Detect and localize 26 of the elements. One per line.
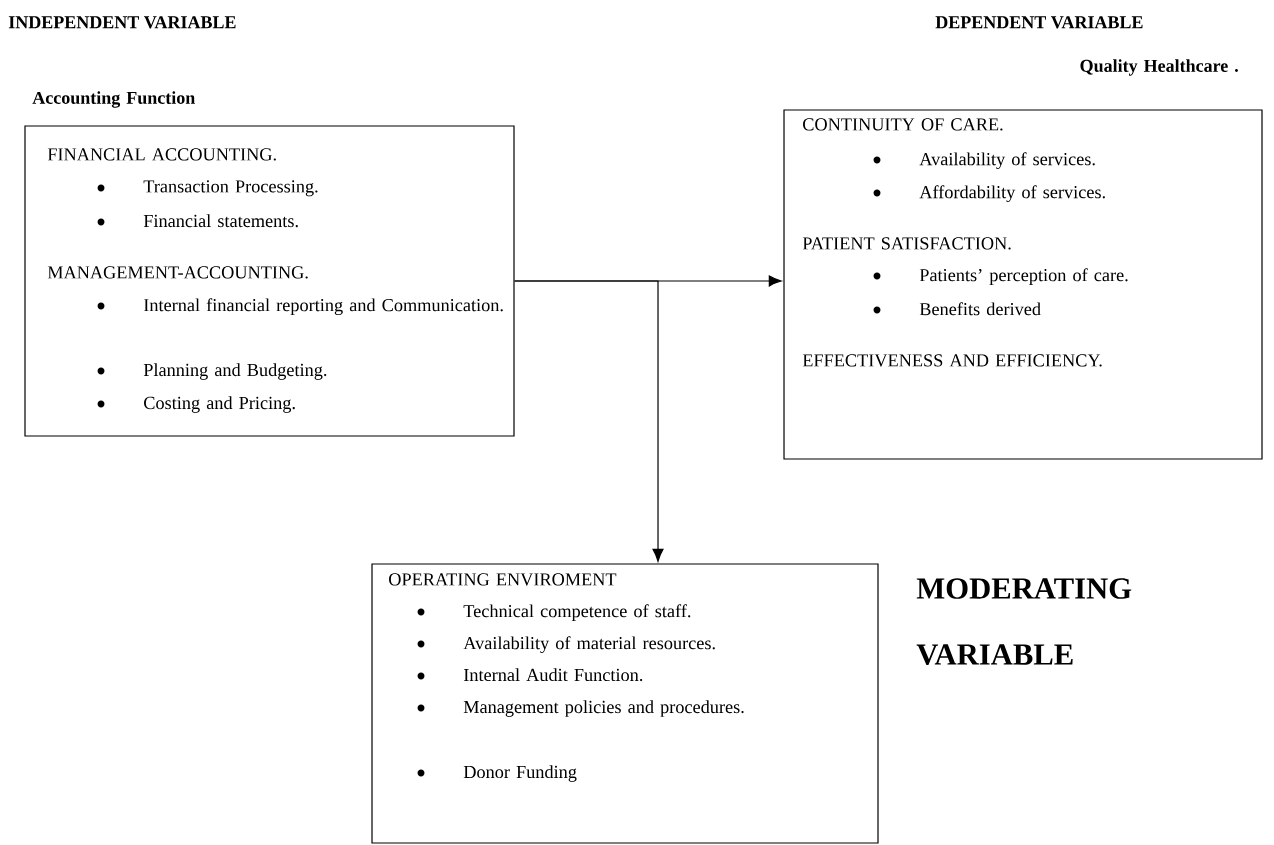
list-item: Availability of material resources.: [463, 636, 715, 654]
list-item: Management policies and procedures.: [463, 700, 744, 717]
section-heading: EFFECTIVENESS AND EFFICIENCY.: [802, 354, 1102, 367]
list-item: Benefits derived: [919, 302, 1041, 316]
variable-heading: DEPENDENT VARIABLE: [935, 16, 1143, 29]
list-item: Internal Audit Function.: [463, 668, 643, 682]
box-heading: Quality Healthcare .: [1080, 59, 1238, 76]
list-item: Donor Funding: [463, 765, 577, 782]
variable-heading: INDEPENDENT VARIABLE: [8, 16, 236, 29]
list-item: Affordability of services.: [919, 185, 1105, 203]
variable-heading: MODERATING VARIABLE: [916, 578, 1132, 666]
list-item: Internal financial reporting and Communication.: [143, 298, 503, 316]
section-heading: OPERATING ENVIROMENT: [389, 573, 617, 586]
section-heading: CONTINUITY OF CARE.: [803, 118, 1003, 131]
arrow: [514, 280, 664, 562]
list-item: Planning and Budgeting.: [143, 363, 327, 380]
box-heading: Accounting Function: [32, 91, 195, 108]
list-item: Costing and Pricing.: [144, 396, 295, 413]
list-item: Patients’ perception of care.: [919, 268, 1128, 285]
section-heading: FINANCIAL ACCOUNTING.: [47, 148, 276, 161]
list-item: Financial statements.: [143, 214, 298, 228]
list-item: Technical competence of staff.: [463, 604, 691, 621]
section-heading: MANAGEMENT-ACCOUNTING.: [47, 266, 308, 279]
section-heading: PATIENT SATISFACTION.: [802, 237, 1011, 250]
list-item: Transaction Processing.: [143, 180, 318, 197]
list-item: Availability of services.: [919, 152, 1095, 170]
